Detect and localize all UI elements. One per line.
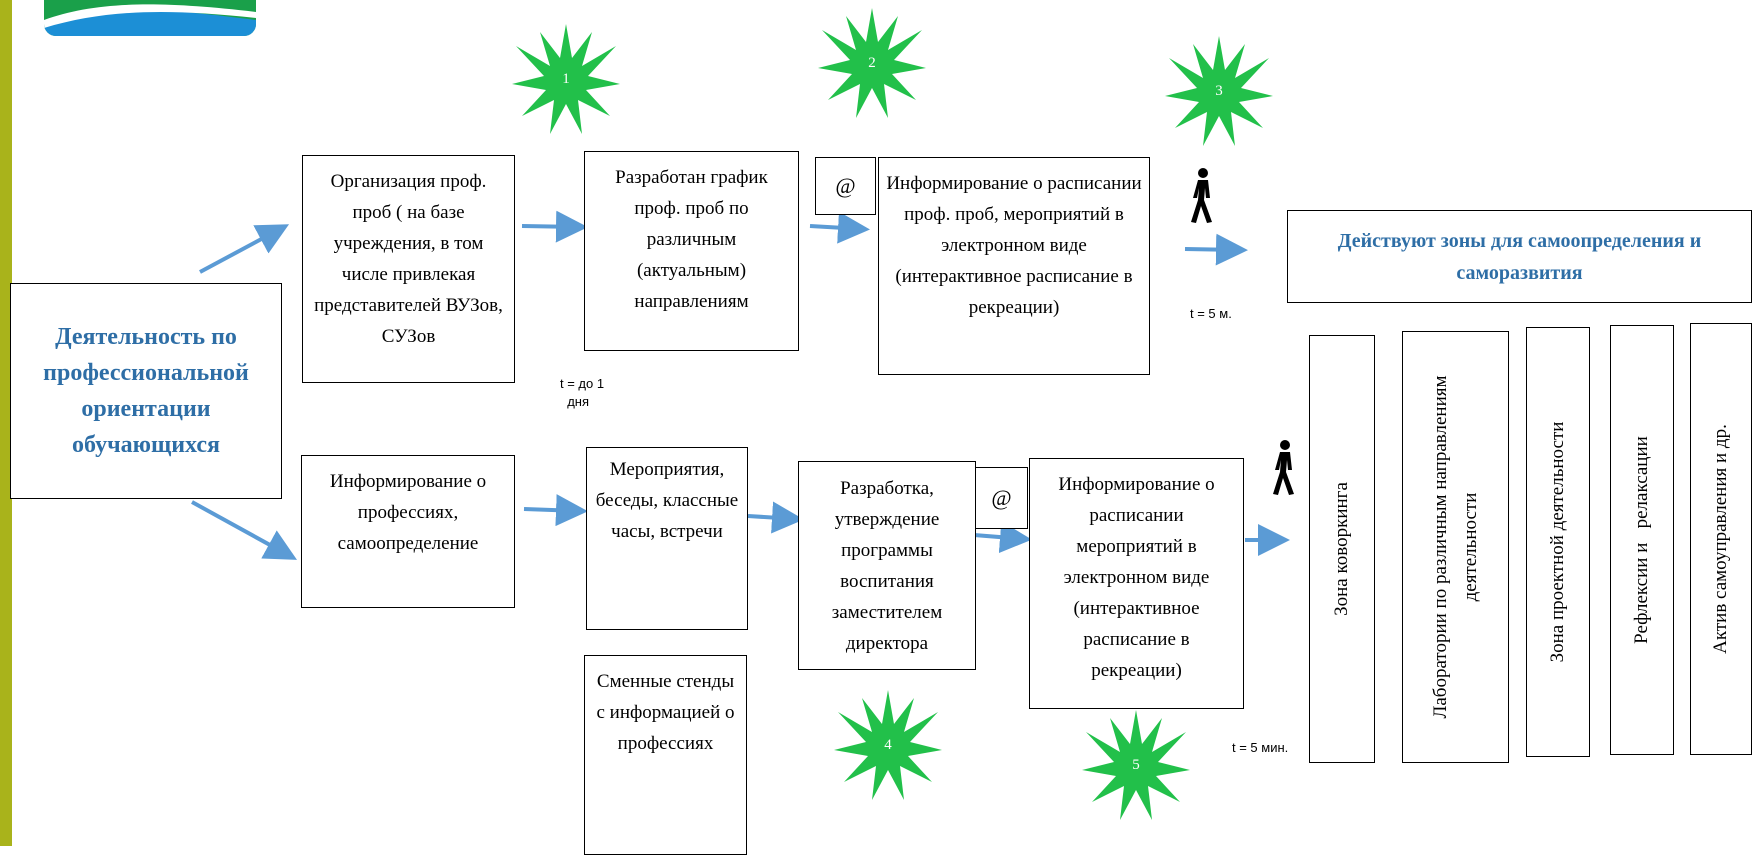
top-step2-box: Разработан график проф. проб по различны… [584, 151, 799, 351]
zone-coworking: Зона коворкинга [1309, 335, 1375, 763]
zone-reflection: Рефлексии и релаксации [1610, 325, 1674, 755]
at-icon: @ [991, 485, 1012, 510]
top-step1-box: Организация проф. проб ( на базе учрежде… [302, 155, 515, 383]
main-activity-text: Деятельность по профессиональной ориента… [43, 324, 249, 458]
top-step3-box: Информирование о расписании проф. проб, … [878, 157, 1150, 375]
bottom-step1-box: Информирование о профессиях, самоопредел… [301, 455, 515, 608]
star-number: 4 [884, 736, 892, 753]
starburst-icon [834, 690, 942, 800]
top-time-label-1: t = до 1 дня [560, 376, 605, 409]
zone-self-government-label: Актив самоуправления и др. [1710, 424, 1731, 654]
zone-projects-label: Зона проектной деятельности [1547, 421, 1568, 663]
bottom-stands-box: Сменные стенды с информацией о профессия… [584, 655, 747, 855]
main-activity-box: Деятельность по профессиональной ориента… [10, 283, 282, 499]
bottom-step2-text: Мероприятия, беседы, классные часы, встр… [595, 459, 739, 542]
top-time-label-2: t = 5 м. [1190, 306, 1232, 321]
starburst-icon [818, 8, 926, 118]
star-badge-3: 3 [1165, 36, 1273, 146]
bottom-step4-text: Информирование о расписании мероприятий … [1058, 474, 1215, 681]
bottom-step1-text: Информирование о профессиях, самоопредел… [329, 471, 487, 554]
top-step2-text: Разработан график проф. проб по различны… [615, 167, 768, 312]
starburst-icon [1165, 36, 1273, 146]
logo-icon [44, 0, 256, 36]
bottom-time-label: t = 5 мин. [1232, 740, 1289, 755]
zones-title-box: Действуют зоны для самоопределения и сам… [1287, 210, 1752, 303]
bottom-email-box: @ [975, 467, 1028, 529]
star-badge-5: 5 [1082, 710, 1190, 820]
zones-title: Действуют зоны для самоопределения и сам… [1337, 229, 1702, 284]
top-step1-text: Организация проф. проб ( на базе учрежде… [314, 171, 503, 347]
star-number: 5 [1132, 756, 1140, 773]
star-badge-2: 2 [818, 8, 926, 118]
walking-person-icon [1190, 168, 1216, 231]
top-step3-text: Информирование о расписании проф. проб, … [886, 173, 1142, 318]
zone-reflection-label: Рефлексии и релаксации [1631, 436, 1652, 644]
starburst-icon [1082, 710, 1190, 820]
top-email-box: @ [815, 157, 876, 215]
bottom-step3-text: Разработка, утверждение программы воспит… [831, 477, 943, 654]
bottom-step2-box: Мероприятия, беседы, классные часы, встр… [586, 447, 748, 630]
zone-self-government: Актив самоуправления и др. [1690, 323, 1752, 755]
star-number: 3 [1215, 82, 1223, 99]
starburst-icon [512, 24, 620, 134]
bottom-stands-text: Сменные стенды с информацией о профессия… [596, 671, 735, 754]
star-number: 1 [562, 70, 570, 87]
zone-projects: Зона проектной деятельности [1526, 327, 1590, 757]
zone-coworking-label: Зона коворкинга [1331, 482, 1352, 616]
at-icon: @ [835, 173, 856, 198]
star-badge-1: 1 [512, 24, 620, 134]
star-badge-4: 4 [834, 690, 942, 800]
zone-labs-label: Лаборатории по различным направлениям де… [1429, 375, 1481, 719]
bottom-step4-box: Информирование о расписании мероприятий … [1029, 458, 1244, 709]
star-number: 2 [868, 54, 876, 71]
bottom-step3-box: Разработка, утверждение программы воспит… [798, 461, 976, 670]
walking-person-icon [1272, 440, 1298, 503]
zone-labs: Лаборатории по различным направлениям де… [1402, 331, 1509, 763]
left-accent-bar [0, 0, 12, 846]
